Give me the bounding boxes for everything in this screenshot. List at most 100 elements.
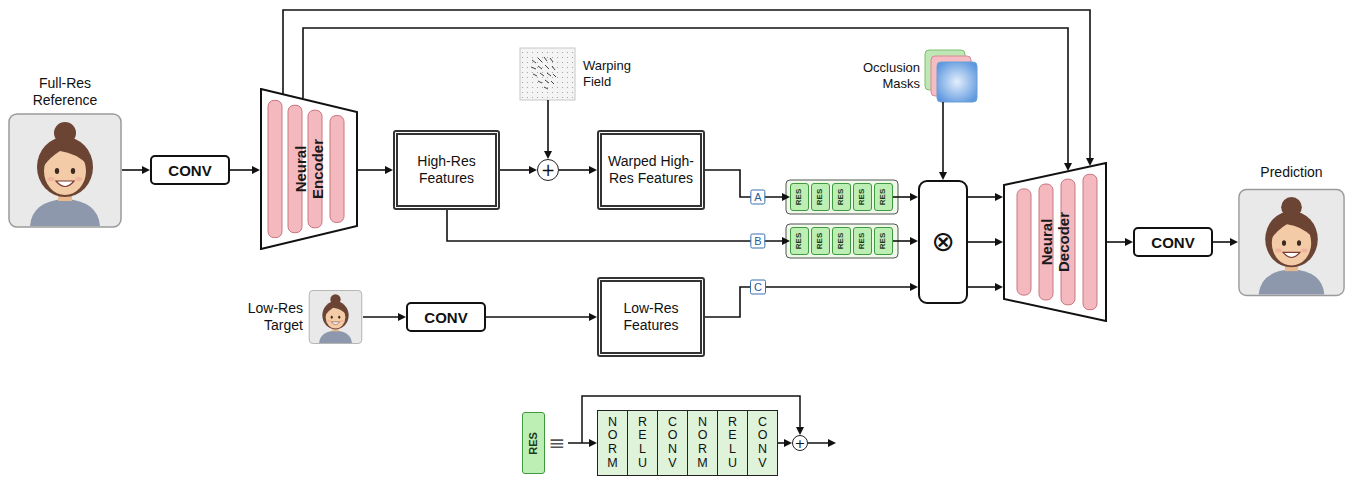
connector-line <box>778 442 784 444</box>
layer-cell: NORM <box>687 410 718 476</box>
warping-field-image <box>520 48 575 100</box>
block-label: RES <box>837 189 845 205</box>
node-label: NORM <box>606 416 619 471</box>
arrowhead <box>1230 238 1238 246</box>
arrowhead <box>1125 238 1133 246</box>
multiply-box: ⊗ <box>918 180 968 304</box>
connector-line <box>559 169 589 171</box>
node-label: Warping Field <box>583 58 655 89</box>
connector <box>705 170 790 201</box>
res-block: RES <box>811 227 830 255</box>
res-block: RES <box>853 227 872 255</box>
feature-box: High-Res Features <box>393 130 500 210</box>
label-wrap: Neural Encoder <box>292 129 327 209</box>
label-wrap: Occlusion Masks <box>840 60 920 91</box>
node-label: CONV <box>1151 234 1194 251</box>
node-label: High-Res Features <box>402 153 491 187</box>
node-label: Neural Encoder <box>292 129 327 209</box>
arrowhead <box>910 193 918 201</box>
operator-circle: + <box>537 159 559 181</box>
connector <box>893 237 918 245</box>
arrowhead <box>544 151 552 159</box>
res-group <box>786 180 898 214</box>
node-label: CONV <box>666 416 679 471</box>
layer-bar <box>268 100 282 237</box>
res-block: RES <box>811 183 830 211</box>
node-label: RELU <box>636 416 649 471</box>
node-label: Occlusion Masks <box>840 60 920 91</box>
face-image <box>309 290 362 343</box>
node-label: CONV <box>424 309 467 326</box>
connector <box>939 102 947 180</box>
connector <box>122 166 150 174</box>
layer-cell: RELU <box>717 410 748 476</box>
callout-letter: A <box>750 190 765 205</box>
image-node: Low-Res Target <box>225 290 363 344</box>
block-label: RES <box>837 233 845 249</box>
arrowhead <box>142 166 150 174</box>
feature-box: Warped High-Res Features <box>597 130 705 210</box>
block-label: RES <box>816 189 824 205</box>
arrowhead <box>529 166 537 174</box>
connector-line <box>447 210 782 241</box>
arrowhead <box>782 237 790 245</box>
node-label: NORM <box>696 416 709 471</box>
connector-line <box>547 100 549 151</box>
node-label: Low-Res Features <box>606 300 696 334</box>
res-block: RES <box>790 183 809 211</box>
connector-line <box>230 169 252 171</box>
connector-line <box>1107 241 1125 243</box>
node-label: Full-Res Reference <box>8 75 122 109</box>
arrowhead <box>784 439 792 447</box>
block-label: RES <box>858 189 866 205</box>
connector <box>968 283 1003 291</box>
layer-bar <box>1083 174 1097 309</box>
connector <box>559 166 597 174</box>
res-group <box>786 224 898 258</box>
layer-cell: NORM <box>597 410 628 476</box>
label-wrap: Warping Field <box>583 58 655 89</box>
connector-line <box>968 241 995 243</box>
connector-line <box>500 169 529 171</box>
connector <box>893 193 918 201</box>
face-image <box>9 114 121 227</box>
block-label: RES <box>528 432 539 455</box>
connector-line <box>363 316 398 318</box>
connector-line <box>358 169 385 171</box>
layer-bar <box>330 116 344 223</box>
arrowhead <box>1086 158 1094 166</box>
connector <box>705 283 918 317</box>
connector <box>230 166 260 174</box>
node-label: RELU <box>726 416 739 471</box>
trapezoid-shape <box>1004 163 1106 321</box>
connector <box>358 166 393 174</box>
node-label: CONV <box>168 162 211 179</box>
res-block: RES <box>832 183 851 211</box>
connector-line <box>705 170 782 197</box>
arrowhead <box>910 237 918 245</box>
node-label: Low-Res Target <box>225 300 303 334</box>
res-block: RES <box>522 412 545 474</box>
connector-line <box>1213 241 1230 243</box>
connector <box>486 313 597 321</box>
connector-line <box>942 102 944 172</box>
node-label: + <box>795 437 806 450</box>
block-label: RES <box>858 233 866 249</box>
feature-box: Low-Res Features <box>597 277 705 357</box>
connector <box>778 439 792 447</box>
callout-letter: C <box>750 280 766 295</box>
equivalence-symbol: ≡ <box>549 433 566 453</box>
trapezoid-shape <box>261 89 357 249</box>
conv-box: CONV <box>406 302 486 332</box>
label-wrap: Prediction <box>1238 164 1345 181</box>
label-wrap: Full-Res Reference <box>8 75 122 109</box>
network-trapezoid: Neural Decoder <box>1003 162 1107 322</box>
connector <box>447 210 790 245</box>
conv-box: CONV <box>1133 227 1213 257</box>
res-block: RES <box>832 227 851 255</box>
block-label: RES <box>879 189 887 205</box>
block-label: RES <box>795 233 803 249</box>
connector <box>1213 238 1238 246</box>
operator-circle: + <box>792 435 808 451</box>
arrowhead <box>398 313 406 321</box>
